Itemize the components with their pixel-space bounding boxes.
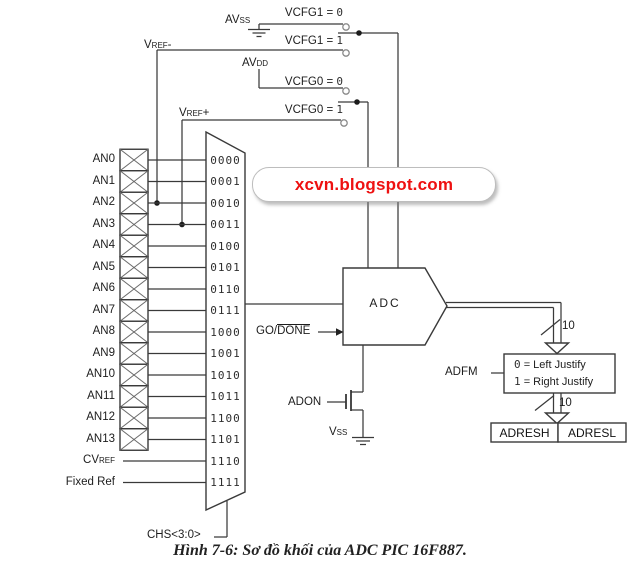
vcfg0-0-label: VCFG0 = 0 xyxy=(284,75,343,88)
adresh-register-label: ADRESH xyxy=(499,425,550,440)
bus-slash-top xyxy=(540,319,561,336)
channel-label-AN13: AN13 xyxy=(86,432,115,445)
pin-box-icon xyxy=(119,385,149,408)
pin-box-icon xyxy=(119,191,149,215)
mux-code-0001: 0001 xyxy=(210,175,241,188)
channel-label-AN11: AN11 xyxy=(87,389,115,402)
justify-box xyxy=(503,353,616,394)
avss-label: AVSS xyxy=(225,14,251,26)
mux-code-0000: 0000 xyxy=(210,153,241,167)
result-bus xyxy=(446,301,571,425)
figure-caption: Hình 7-6: Sơ đồ khối của ADC PIC 16F887. xyxy=(173,542,467,559)
pin-box-icon xyxy=(119,234,149,258)
adfm-label: ADFM xyxy=(445,366,478,378)
mux-body xyxy=(205,130,246,512)
pin-box-icon xyxy=(119,428,149,451)
justify-line1: 0 = Left Justify xyxy=(514,358,586,371)
mux-code-0011: 0011 xyxy=(210,218,241,231)
avdd-label: AVDD xyxy=(242,57,269,69)
pin-box-icon xyxy=(119,256,149,279)
mux-code-1010: 1010 xyxy=(210,368,241,382)
vref-plus-label: VREF+ xyxy=(179,107,210,119)
pin-box-icon xyxy=(119,320,149,344)
bus-arrowhead-top xyxy=(543,342,571,355)
channel-label-AN9: AN9 xyxy=(92,346,115,359)
avdd-rail xyxy=(258,69,343,89)
bus-width-top-label: 10 xyxy=(562,320,575,332)
channel-label-AN6: AN6 xyxy=(92,282,115,294)
vref-minus-label: VREF- xyxy=(144,39,172,51)
pin-box-icon xyxy=(119,342,149,365)
channel-label-AN12: AN12 xyxy=(86,411,115,423)
channel-label-AN10: AN10 xyxy=(86,368,115,380)
adc-label: ADC xyxy=(369,296,401,310)
vcfg1-0-label: VCFG1 = 0 xyxy=(284,6,343,19)
pin-box-icon xyxy=(119,406,149,430)
adon-label: ADON xyxy=(288,396,322,408)
chs-select-label: CHS<3:0> xyxy=(147,529,201,541)
channel-label-AN2: AN2 xyxy=(92,196,115,208)
channel-label-AN7: AN7 xyxy=(92,303,115,316)
channel-label-Fixed-Ref: Fixed Ref xyxy=(65,475,115,488)
vss-label: VSS xyxy=(329,426,348,438)
vss-ground-icon xyxy=(352,436,374,446)
pin-box-icon xyxy=(119,213,149,236)
avss-ground-icon xyxy=(248,23,343,38)
watermark-pill: xcvn.blogspot.com xyxy=(252,167,496,202)
channel-label-AN0: AN0 xyxy=(92,153,115,165)
pin-box-icon xyxy=(119,277,149,301)
bus-slash-bottom xyxy=(534,395,555,411)
pin-box-icon xyxy=(119,299,149,322)
mux-code-1011: 1011 xyxy=(210,390,241,403)
go-done-arrow-icon xyxy=(318,328,344,336)
channel-label-AN8: AN8 xyxy=(92,325,115,337)
watermark-text: xcvn.blogspot.com xyxy=(294,174,454,194)
channel-label-AN3: AN3 xyxy=(92,217,115,230)
mux-code-1111: 1111 xyxy=(210,476,241,489)
channel-label-AN1: AN1 xyxy=(92,174,115,187)
vcfg0-switch xyxy=(179,87,369,268)
mux-code-1001: 1001 xyxy=(210,347,241,360)
pin-box-icon xyxy=(119,363,149,387)
channel-label-AN5: AN5 xyxy=(92,260,115,273)
mux-code-1110: 1110 xyxy=(210,454,241,468)
mux-code-0101: 0101 xyxy=(210,261,241,274)
pin-box-icon xyxy=(119,170,149,193)
mux-code-1000: 1000 xyxy=(210,325,241,339)
channel-label-AN4: AN4 xyxy=(92,239,115,251)
vcfg0-1-label: VCFG0 = 1 xyxy=(284,103,343,116)
mux-code-0100: 0100 xyxy=(210,239,241,253)
mux-code-0111: 0111 xyxy=(210,304,241,317)
mux-code-1100: 1100 xyxy=(210,411,241,425)
vcfg1-switch xyxy=(154,23,399,268)
bus-width-bottom-label: 10 xyxy=(559,397,572,409)
pin-box-icon xyxy=(119,148,149,172)
analog-pin-boxes xyxy=(119,148,149,451)
mux-code-1101: 1101 xyxy=(210,433,241,446)
vcfg1-1-label: VCFG1 = 1 xyxy=(284,34,343,47)
mux-code-0110: 0110 xyxy=(210,282,241,296)
channel-wires xyxy=(123,159,206,484)
bus-arrowhead-bottom xyxy=(543,412,571,425)
mux-code-0010: 0010 xyxy=(210,196,241,210)
adresl-box xyxy=(557,422,627,443)
chs-select-wire xyxy=(214,501,228,538)
go-done-label: GO/DONE xyxy=(256,324,311,337)
adon-transistor-icon xyxy=(327,345,364,438)
justify-line2: 1 = Right Justify xyxy=(514,375,594,388)
channel-label-CVREF: CVREF xyxy=(83,454,115,466)
adresl-register-label: ADRESL xyxy=(567,425,617,440)
